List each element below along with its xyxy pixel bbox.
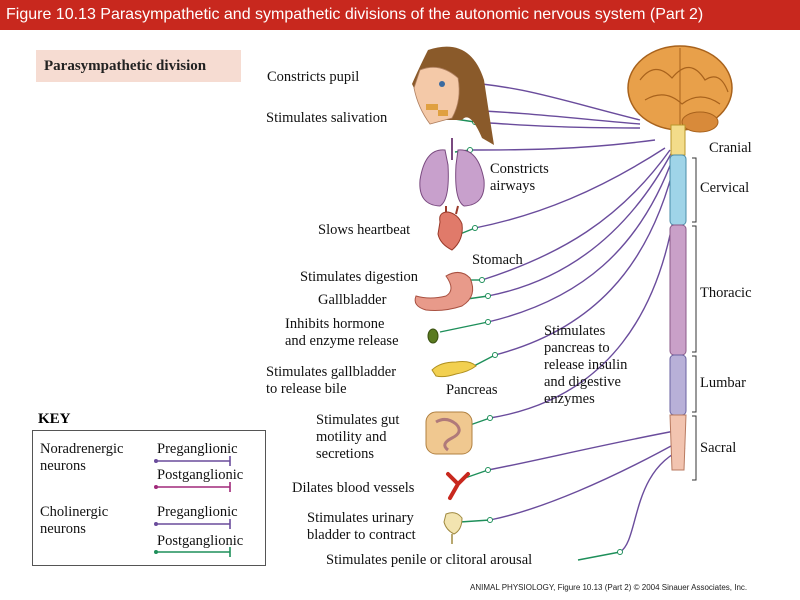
label-hormone: Inhibits hormone and enzyme release xyxy=(285,316,399,349)
nerve-bladder xyxy=(489,439,683,521)
gallbladder-icon xyxy=(427,328,439,344)
bladder-icon xyxy=(443,512,463,544)
key-cholinergic-preganglionic: Preganglionic xyxy=(157,504,238,520)
key-box xyxy=(32,430,266,566)
nerve-salivation-2 xyxy=(474,121,641,129)
heart-icon xyxy=(437,205,463,251)
label-airways: Constricts airways xyxy=(490,161,549,194)
label-heart: Slows heartbeat xyxy=(318,222,411,238)
label-pancreas: Pancreas xyxy=(446,382,498,398)
region-lumbar: Lumbar xyxy=(700,375,746,391)
region-sacral: Sacral xyxy=(700,440,737,456)
label-vessels: Dilates blood vessels xyxy=(292,480,415,496)
label-pupil: Constricts pupil xyxy=(267,69,360,85)
region-cranial: Cranial xyxy=(709,140,752,156)
label-salivation: Stimulates salivation xyxy=(266,110,388,126)
brain-icon xyxy=(627,45,733,133)
label-gut: Stimulates gut motility and secretions xyxy=(316,412,400,462)
region-cervical: Cervical xyxy=(700,180,750,196)
key-cholinergic-postganglionic: Postganglionic xyxy=(157,533,244,549)
pancreas-icon xyxy=(431,361,477,378)
nerve-heart xyxy=(474,147,666,229)
key-title: KEY xyxy=(38,411,71,427)
nerve-vessels xyxy=(487,429,681,471)
figure-title: Figure 10.13 Parasympathetic and sympath… xyxy=(0,0,800,30)
nerve-arousal xyxy=(619,447,686,553)
label-arousal: Stimulates penile or clitoral arousal xyxy=(326,552,533,568)
region-thoracic: Thoracic xyxy=(700,285,752,301)
key-noradrenergic-postganglionic: Postganglionic xyxy=(157,467,244,483)
nerve-lines xyxy=(454,81,686,553)
spine-region-brackets xyxy=(692,157,697,481)
intestine-icon xyxy=(425,411,473,455)
nerve-stomach xyxy=(481,149,671,281)
nerve-pancreas xyxy=(494,157,677,356)
label-bile: Stimulates gallbladder to release bile xyxy=(266,364,397,397)
key-cholinergic: Cholinergic neurons xyxy=(40,504,109,537)
label-stomach: Stomach xyxy=(472,252,523,268)
nerve-gallbladder xyxy=(487,151,673,297)
key-lines xyxy=(154,456,231,557)
lungs-icon xyxy=(419,138,485,207)
key-noradrenergic: Noradrenergic neurons xyxy=(40,441,124,474)
stomach-icon xyxy=(414,272,474,311)
key-noradrenergic-preganglionic: Preganglionic xyxy=(157,441,238,457)
label-gallbladder: Gallbladder xyxy=(318,292,387,308)
footer-credit: ANIMAL PHYSIOLOGY, Figure 10.13 (Part 2)… xyxy=(470,583,748,592)
spinal-cord-icon xyxy=(669,124,687,471)
division-label: Parasympathetic division xyxy=(36,50,241,82)
nerve-airways xyxy=(469,139,656,151)
label-bladder: Stimulates urinary bladder to contract xyxy=(307,510,416,543)
label-digestion: Stimulates digestion xyxy=(300,269,419,285)
nerve-hormone xyxy=(487,154,675,323)
blood-vessel-icon xyxy=(446,472,470,500)
head-icon xyxy=(412,46,494,145)
label-pancreas-insulin: Stimulates pancreas to release insulin a… xyxy=(544,323,628,407)
